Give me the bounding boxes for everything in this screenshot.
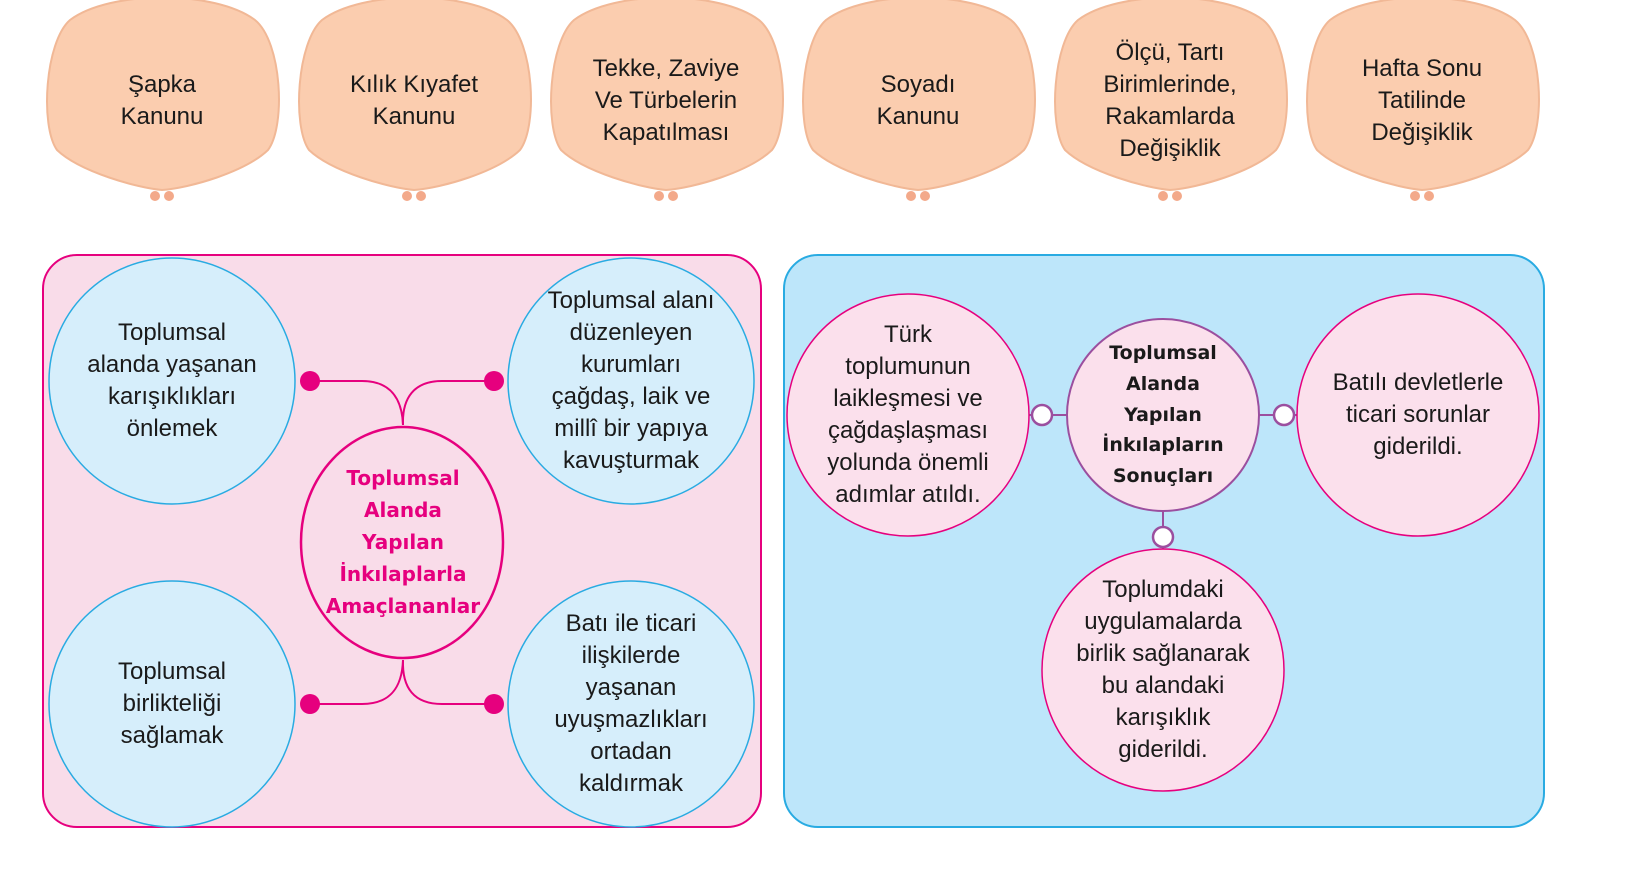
aims-item-text-line: millî bir yapıya <box>554 415 708 443</box>
aims-center-text-line: İnkılaplarla <box>339 562 467 586</box>
aims-dots <box>300 371 504 714</box>
top-bubbles <box>46 0 1540 201</box>
bubble-text-line: Rakamlarda <box>1105 103 1235 130</box>
results-center-text-line: Alanda <box>1125 372 1200 395</box>
aims-center-text-line: Alanda <box>364 498 442 522</box>
bubble-label-soyadi-kanunu: Soyadı Kanunu <box>813 26 1023 176</box>
bubble-text-line: Ve Türbelerin <box>594 86 738 114</box>
results-item-text-line: bu alandaki <box>1101 672 1225 699</box>
results-item-text-line: giderildi. <box>1373 433 1463 461</box>
results-circle-1 <box>786 293 1030 537</box>
aims-item-text-line: Batı ile ticari <box>565 609 697 637</box>
aims-center-text-line: Toplumsal <box>346 466 460 490</box>
bubble-text-line: Şapka <box>127 70 197 98</box>
bubble-text-line: Ölçü, Tartı <box>1115 38 1225 66</box>
aims-item-text-line: yaşanan <box>585 673 677 701</box>
bubble-text-line: Tatilinde <box>1377 86 1467 114</box>
bubble-shape-5 <box>1054 0 1288 192</box>
bubble-text-line: Hafta Sonu <box>1361 54 1483 82</box>
bubble-text-line: Kanunu <box>876 103 960 130</box>
results-item-text-line: çağdaşlaşması <box>827 417 989 444</box>
aims-item-text-line: kavuşturmak <box>562 447 700 475</box>
aims-center-shape <box>299 425 505 660</box>
results-center-title: Toplumsal Alanda Yapılan İnkılapların So… <box>1078 330 1248 500</box>
bubble-label-kilik-kiyafet: Kılık Kıyafet Kanunu <box>309 26 519 176</box>
bubble-text-line: Birimlerinde, <box>1103 70 1237 98</box>
aims-center-text-line: Amaçlananlar <box>325 594 481 618</box>
bubble-label-tekke-zaviye: Tekke, Zaviye Ve Türbelerin Kapatılması <box>561 26 771 176</box>
aims-item-4-label: Batı ile ticari ilişkilerde yaşanan uyuş… <box>531 604 731 804</box>
aims-circle-1 <box>48 257 296 505</box>
aims-item-text-line: Toplumsal <box>117 657 227 685</box>
aims-item-text-line: ortadan <box>590 738 672 766</box>
aims-panel <box>42 254 762 828</box>
bubble-text-line: Tekke, Zaviye <box>592 54 740 82</box>
aims-connectors <box>310 380 494 705</box>
bubble-label-olcu-tarti: Ölçü, Tartı Birimlerinde, Rakamlarda Değ… <box>1065 26 1275 176</box>
results-item-text-line: toplumunun <box>845 352 971 380</box>
results-item-text-line: karışıklık <box>1115 704 1211 732</box>
results-circle-3 <box>1041 548 1285 792</box>
results-item-text-line: Batılı devletlerle <box>1332 368 1504 396</box>
results-item-text-line: uygulamalarda <box>1084 607 1242 635</box>
results-circle-2 <box>1296 293 1540 537</box>
results-center-text-line: Toplumsal <box>1109 342 1217 365</box>
results-center-text-line: İnkılapların <box>1102 434 1224 457</box>
results-center-circle <box>1066 318 1260 512</box>
aims-item-1-label: Toplumsal alanda yaşanan karışıklıkları … <box>72 281 272 481</box>
aims-center-text-line: Yapılan <box>362 530 444 554</box>
results-item-text-line: Toplumdaki <box>1102 575 1224 603</box>
results-center-text-line: Sonuçları <box>1112 465 1214 488</box>
bubble-text-line: Soyadı <box>880 70 956 98</box>
results-panel <box>783 254 1545 828</box>
aims-item-text-line: karışıklıkları <box>107 383 236 410</box>
results-item-2-label: Batılı devletlerle ticari sorunlar gider… <box>1318 315 1518 515</box>
aims-circle-3 <box>48 580 296 828</box>
aims-circle-4 <box>507 580 755 828</box>
aims-item-text-line: kaldırmak <box>578 770 684 798</box>
bubble-text-line: Değişiklik <box>1371 119 1473 147</box>
bubble-text-line: Değişiklik <box>1119 135 1221 163</box>
bubble-text-line: Kılık Kıyafet <box>349 70 479 98</box>
results-item-text-line: ticari sorunlar <box>1345 400 1491 428</box>
aims-item-text-line: kurumları <box>580 350 681 378</box>
bubble-label-hafta-sonu: Hafta Sonu Tatilinde Değişiklik <box>1317 26 1527 176</box>
results-rings <box>1030 403 1296 549</box>
aims-item-text-line: alanda yaşanan <box>87 350 257 378</box>
bubble-shape-6 <box>1306 0 1540 192</box>
aims-item-text-line: Toplumsal <box>117 318 227 346</box>
results-item-text-line: yolunda önemli <box>827 449 989 477</box>
aims-item-text-line: Toplumsal alanı <box>547 286 715 314</box>
bubble-shape-4 <box>802 0 1036 192</box>
results-item-text-line: Türk <box>884 320 932 348</box>
bubble-text-line: Kanunu <box>120 103 204 130</box>
aims-item-text-line: birlikteliği <box>122 689 222 717</box>
aims-item-text-line: sağlamak <box>120 722 224 750</box>
results-item-text-line: giderildi. <box>1118 736 1208 764</box>
aims-item-text-line: önlemek <box>126 415 218 443</box>
aims-center-title: Toplumsal Alanda Yapılan İnkılaplarla Am… <box>308 442 498 642</box>
aims-item-2-label: Toplumsal alanı düzenleyen kurumları çağ… <box>531 281 731 481</box>
bubble-text-line: Kapatılması <box>602 119 730 147</box>
results-item-1-label: Türk toplumunun laikleşmesi ve çağdaşlaş… <box>808 315 1008 515</box>
results-item-text-line: adımlar atıldı. <box>835 481 981 509</box>
aims-item-3-label: Toplumsal birlikteliği sağlamak <box>72 604 272 804</box>
aims-item-text-line: uyuşmazlıkları <box>554 706 708 733</box>
bubble-text-line: Kanunu <box>372 103 456 130</box>
bubble-shape-2 <box>298 0 532 192</box>
results-item-text-line: laikleşmesi ve <box>833 384 983 412</box>
aims-circle-2 <box>507 257 755 505</box>
aims-item-text-line: ilişkilerde <box>581 641 681 669</box>
results-center-text-line: Yapılan <box>1124 403 1202 426</box>
bubble-shape-3 <box>550 0 784 192</box>
bubble-label-sapka-kanunu: Şapka Kanunu <box>57 26 267 176</box>
results-item-3-label: Toplumdaki uygulamalarda birlik sağlanar… <box>1063 570 1263 770</box>
bubble-shape-1 <box>46 0 280 192</box>
aims-item-text-line: düzenleyen <box>569 318 693 346</box>
aims-item-text-line: çağdaş, laik ve <box>551 383 711 410</box>
results-item-text-line: birlik sağlanarak <box>1076 639 1250 667</box>
